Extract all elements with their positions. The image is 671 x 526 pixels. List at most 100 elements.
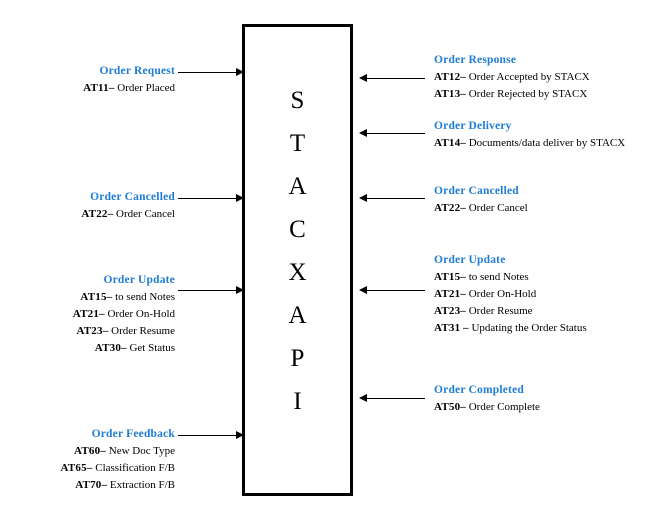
item-code: AT22 <box>81 208 108 220</box>
label-block-order-update-right: Order Update AT15– to send Notes AT21– O… <box>434 252 671 337</box>
item-dash: – <box>460 271 466 283</box>
item-text: Classification F/B <box>95 462 175 474</box>
item-dash: – <box>463 322 469 334</box>
item-text: Order Resume <box>468 305 533 317</box>
list-item: AT15– to send Notes <box>0 289 175 306</box>
item-code: AT15 <box>80 291 107 303</box>
item-code: AT13 <box>434 88 461 100</box>
label-block-order-completed: Order Completed AT50– Order Complete <box>434 382 671 416</box>
block-title-order-update-right: Order Update <box>434 254 506 266</box>
block-title-order-completed: Order Completed <box>434 384 524 396</box>
item-text: Updating the Order Status <box>471 322 587 334</box>
block-title-order-update-left: Order Update <box>103 274 175 286</box>
item-text: to send Notes <box>468 271 529 283</box>
item-text: Order Cancel <box>116 208 175 220</box>
item-dash: – <box>101 479 108 491</box>
item-dash: – <box>460 305 466 317</box>
item-text: to send Notes <box>115 291 175 303</box>
item-code: AT12 <box>434 71 461 83</box>
list-item: AT12– Order Accepted by STACX <box>434 69 671 86</box>
list-item: AT22– Order Cancel <box>0 206 175 223</box>
item-text: Order Cancel <box>468 202 528 214</box>
label-block-order-cancelled-left: Order Cancelled AT22– Order Cancel <box>0 189 175 223</box>
item-dash: – <box>460 88 466 100</box>
list-item: AT31 – Updating the Order Status <box>434 320 671 337</box>
list-item: AT11– Order Placed <box>0 80 175 97</box>
list-item: AT21– Order On-Hold <box>0 306 175 323</box>
connector-order-cancelled-right <box>367 198 425 199</box>
stacx-letter-i: I <box>293 388 302 415</box>
label-block-order-delivery: Order Delivery AT14– Documents/data deli… <box>434 118 671 152</box>
item-dash: – <box>100 445 107 457</box>
item-code: AT50 <box>434 401 461 413</box>
item-text: Order Complete <box>468 401 540 413</box>
label-block-order-feedback: Order Feedback AT60– New Doc Type AT65– … <box>0 426 175 494</box>
item-text: Order Rejected by STACX <box>468 88 588 100</box>
arrow-head-order-completed <box>359 393 367 402</box>
block-title-order-feedback: Order Feedback <box>91 428 175 440</box>
item-code: AT31 <box>434 322 461 334</box>
item-dash: – <box>460 137 466 149</box>
arrow-head-order-update-right <box>359 285 367 294</box>
item-dash: – <box>86 462 93 474</box>
connector-order-update-right <box>367 290 425 291</box>
arrow-head-order-cancelled-right <box>359 193 367 202</box>
item-dash: – <box>106 291 113 303</box>
arrow-head-order-delivery <box>359 128 367 137</box>
item-text: Order Accepted by STACX <box>468 71 590 83</box>
item-text: Extraction F/B <box>109 479 175 491</box>
item-text: Get Status <box>129 342 175 354</box>
block-title-order-response: Order Response <box>434 54 517 66</box>
item-text: New Doc Type <box>108 445 175 457</box>
arrow-head-order-request <box>236 67 244 76</box>
item-code: AT21 <box>72 308 100 320</box>
stacx-letter-x: X <box>288 259 307 286</box>
list-item: AT70– Extraction F/B <box>0 477 175 494</box>
list-item: AT14– Documents/data deliver by STACX <box>434 135 671 152</box>
block-title-order-cancelled-right: Order Cancelled <box>434 185 519 197</box>
stacx-letter-a2: A <box>288 302 307 329</box>
item-code: AT60 <box>74 445 101 457</box>
list-item: AT60– New Doc Type <box>0 443 175 460</box>
item-dash: – <box>460 401 466 413</box>
item-code: AT22 <box>434 202 461 214</box>
item-code: AT23 <box>76 325 103 337</box>
item-code: AT70 <box>75 479 102 491</box>
label-block-order-update-left: Order Update AT15– to send Notes AT21– O… <box>0 272 175 357</box>
stacx-letter-t: T <box>289 130 306 157</box>
item-dash: – <box>460 288 466 300</box>
item-code: AT14 <box>434 137 461 149</box>
stacx-letter-a: A <box>288 173 307 200</box>
arrow-head-order-response <box>359 73 367 82</box>
item-code: AT21 <box>434 288 461 300</box>
arrow-head-order-feedback <box>236 430 244 439</box>
stacx-letter-s: S <box>290 87 305 114</box>
label-block-order-cancelled-right: Order Cancelled AT22– Order Cancel <box>434 183 671 217</box>
list-item: AT30– Get Status <box>0 340 175 357</box>
list-item: AT15– to send Notes <box>434 269 671 286</box>
label-block-order-request: Order Request AT11– Order Placed <box>0 63 175 97</box>
arrow-head-order-update-left <box>236 285 244 294</box>
item-code: AT30 <box>94 342 122 354</box>
item-dash: – <box>107 208 114 220</box>
stacx-letter-c: C <box>289 216 306 243</box>
item-code: AT15 <box>434 271 461 283</box>
list-item: AT22– Order Cancel <box>434 200 671 217</box>
item-text: Order On-Hold <box>468 288 537 300</box>
list-item: AT21– Order On-Hold <box>434 286 671 303</box>
item-code: AT11 <box>83 82 109 94</box>
list-item: AT23– Order Resume <box>0 323 175 340</box>
connector-order-delivery <box>367 133 425 134</box>
list-item: AT65– Classification F/B <box>0 460 175 477</box>
item-dash: – <box>460 202 466 214</box>
connector-order-response <box>367 78 425 79</box>
stacx-letter-p: P <box>290 345 305 372</box>
stacx-api-label: S T A C X A P I <box>288 88 306 432</box>
block-title-order-delivery: Order Delivery <box>434 120 512 132</box>
block-title-order-cancelled-left: Order Cancelled <box>90 191 175 203</box>
connector-order-update-left <box>178 290 236 291</box>
item-dash: – <box>108 82 115 94</box>
item-code: AT65 <box>60 462 87 474</box>
item-dash: – <box>99 308 105 320</box>
